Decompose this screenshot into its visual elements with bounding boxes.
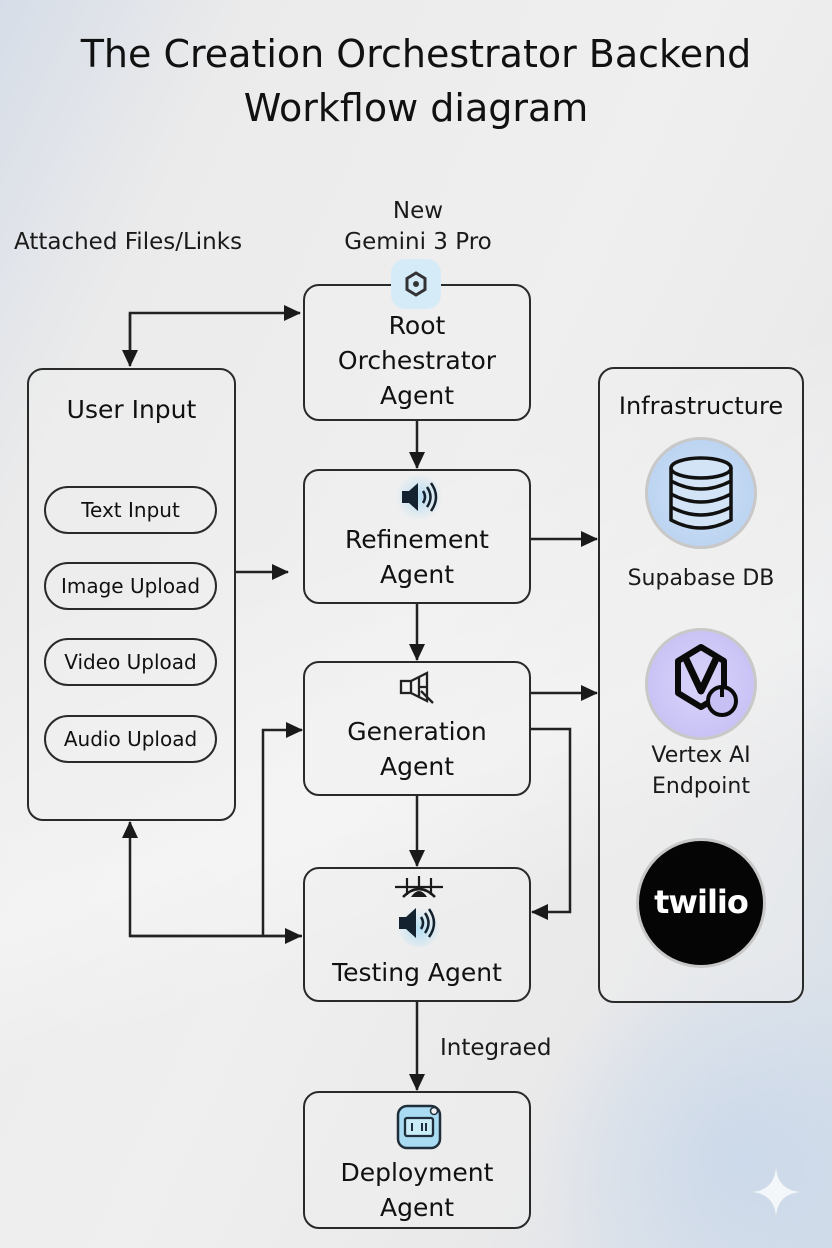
input-option-video[interactable]: Video Upload	[44, 638, 217, 686]
hexagon-icon	[391, 259, 441, 309]
vertex-label-line1: Vertex AI	[651, 743, 751, 768]
root-agent-line1: Root	[388, 311, 446, 340]
arrow-generation-loop-to-testing	[531, 727, 572, 920]
model-label-line2: Gemini 3 Pro	[344, 229, 492, 255]
root-orchestrator-agent-node[interactable]: Root Orchestrator Agent	[303, 284, 531, 421]
input-option-text[interactable]: Text Input	[44, 486, 217, 534]
attached-files-label: Attached Files/Links	[14, 229, 243, 255]
input-option-image[interactable]: Image Upload	[44, 562, 217, 610]
twilio-logo[interactable]: twilio	[636, 838, 766, 968]
refinement-agent-line1: Refinement	[345, 525, 489, 554]
arrow-branch-to-generation	[261, 722, 303, 936]
megaphone-icon	[393, 669, 445, 709]
deployment-agent-line2: Agent	[380, 1193, 454, 1222]
input-option-audio[interactable]: Audio Upload	[44, 715, 217, 763]
testing-agent-node[interactable]: Testing Agent	[303, 867, 531, 1002]
model-label-line1: New	[392, 198, 444, 224]
integrated-label: Integraed	[440, 1035, 552, 1061]
root-agent-line2: Orchestrator	[337, 346, 497, 375]
user-input-title: User Input	[66, 395, 197, 424]
vertex-label-line2: Endpoint	[652, 774, 750, 799]
root-agent-line3: Agent	[380, 381, 454, 410]
diagram-title-line2: Workflow diagram	[243, 86, 589, 130]
speaker-icon	[393, 475, 445, 519]
speaker-with-alarm-icon	[389, 875, 449, 949]
sparkle-icon	[752, 1168, 800, 1216]
vertex-ai-icon[interactable]	[645, 628, 757, 740]
diagram-title-line1: The Creation Orchestrator Backend	[80, 32, 752, 76]
database-icon[interactable]	[645, 437, 757, 549]
twilio-logo-text: twilio	[654, 883, 749, 921]
generation-agent-line2: Agent	[380, 752, 454, 781]
testing-agent-label: Testing Agent	[332, 958, 502, 987]
generation-agent-line1: Generation	[347, 717, 487, 746]
refinement-agent-node[interactable]: Refinement Agent	[303, 469, 531, 604]
deployment-agent-node[interactable]: Deployment Agent	[303, 1091, 531, 1229]
arrow-userinput-to-root	[128, 305, 301, 362]
supabase-label: Supabase DB	[627, 566, 775, 591]
device-icon	[396, 1104, 442, 1150]
arrow-testing-to-userinput	[122, 821, 302, 938]
infrastructure-title: Infrastructure	[618, 392, 784, 420]
generation-agent-node[interactable]: Generation Agent	[303, 661, 531, 796]
refinement-agent-line2: Agent	[380, 560, 454, 589]
deployment-agent-line1: Deployment	[340, 1158, 494, 1187]
